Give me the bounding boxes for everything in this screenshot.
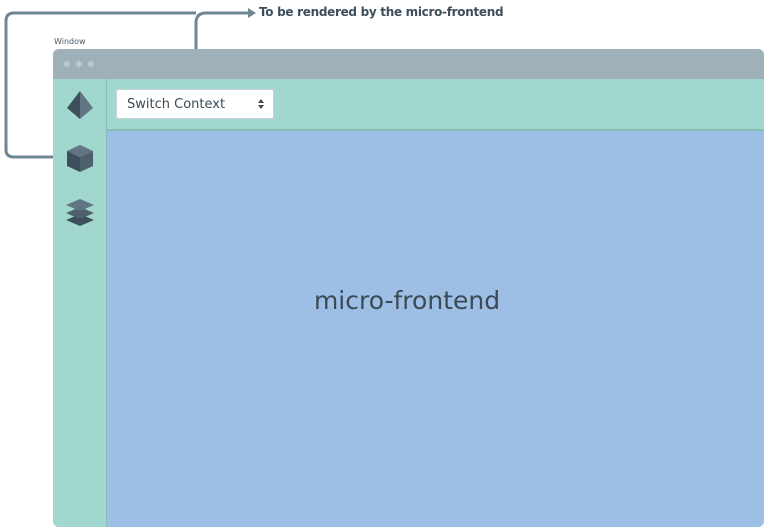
window-dot-minimize[interactable] xyxy=(76,61,82,67)
window-titlebar xyxy=(53,49,764,79)
micro-frontend-area: micro-frontend xyxy=(107,131,764,527)
window-dot-close[interactable] xyxy=(64,61,70,67)
cube-icon[interactable] xyxy=(64,142,96,174)
window-label: Window xyxy=(54,37,86,46)
micro-frontend-label: micro-frontend xyxy=(313,286,501,315)
updown-arrows-icon xyxy=(258,99,264,109)
sidebar xyxy=(53,79,107,527)
top-bar: Switch Context xyxy=(107,79,764,131)
app-window: Switch Context micro-frontend xyxy=(53,49,764,527)
pyramid-icon[interactable] xyxy=(64,89,96,121)
window-dot-maximize[interactable] xyxy=(88,61,94,67)
annotation-text: To be rendered by the micro-frontend xyxy=(259,5,504,19)
layers-icon[interactable] xyxy=(64,196,96,228)
connector-arrowhead xyxy=(248,8,256,18)
switch-context-select[interactable]: Switch Context xyxy=(116,89,274,119)
switch-context-label: Switch Context xyxy=(127,97,226,112)
